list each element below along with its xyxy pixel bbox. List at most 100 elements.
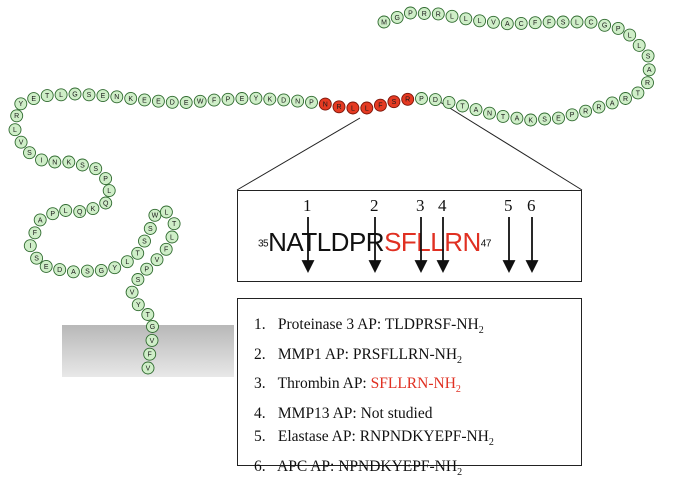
residue-bead [159,205,173,219]
residue-bead [159,242,173,256]
residue-letter: W [152,213,159,220]
residue-bead [146,320,159,333]
residue-bead [277,93,291,107]
residue-bead [552,111,565,125]
residue-bead [8,123,22,137]
residue-bead [151,94,165,108]
residue-letter: C [588,20,593,27]
residue-letter: P [309,100,314,107]
residue-bead [120,255,134,269]
residue-bead [28,226,42,240]
residue-bead [23,146,36,160]
residue-letter: G [602,23,607,30]
residue-letter: K [128,96,133,103]
residue-letter: T [460,103,465,110]
residue-letter: V [146,365,151,372]
residue-letter: S [93,166,98,173]
residue-letter: S [27,150,32,157]
legend-item-1: 1. Proteinase 3 AP: TLDPRSF-NH2 [254,316,484,337]
residue-bead [207,93,221,107]
residue-letter: T [636,90,641,97]
residue-bead [131,298,145,312]
residue-bead [486,15,500,29]
residue-bead [124,91,138,105]
residue-letter: G [99,268,104,275]
residue-letter: E [31,96,36,103]
residue-letter: S [80,162,85,169]
start-position: 35 [258,238,269,250]
residue-letter: N [323,102,328,109]
site-number-4: 4 [438,196,447,215]
residue-letter: S [136,277,141,284]
residue-letter: K [528,117,533,124]
residue-bead [221,92,235,106]
residue-letter: R [436,11,441,18]
residue-bead [403,6,417,20]
residue-bead [570,15,584,29]
residue-letter: G [72,91,77,98]
seq-part-3: PR [348,227,385,257]
residue-bead [82,88,96,102]
residue-bead [428,93,442,107]
residue-letter: A [38,217,43,224]
residue-letter: Y [136,302,141,309]
legend-item-2: 2. MMP1 AP: PRSFLLRN-NH2 [254,345,463,366]
residue-letter: A [610,100,615,107]
residue-letter: P [408,10,413,17]
zoom-line-left [236,117,361,191]
residue-letter: L [351,105,355,112]
residue-letter: P [50,211,55,218]
residue-letter: D [433,97,438,104]
residue-letter: T [45,93,50,100]
residue-letter: R [405,97,410,104]
residue-letter: R [14,113,19,120]
residue-letter: S [646,53,651,60]
residue-bead [445,9,459,23]
residue-letter: T [136,251,141,258]
residue-bead [579,104,593,118]
residue-letter: K [91,206,96,213]
residue-bead [442,95,456,109]
residue-letter: P [144,267,149,274]
residue-letter: F [533,20,537,27]
residue-bead [23,239,37,253]
residue-bead [66,265,80,279]
residue-letter: L [464,16,468,23]
residue-letter: W [197,99,204,106]
residue-letter: A [515,116,520,123]
residue-letter: S [142,239,147,246]
residue-bead [86,202,100,216]
residue-bead [528,16,542,30]
residue-bead [14,97,28,111]
residue-bead [291,94,305,108]
residue-bead [235,92,249,105]
residue-letter: L [107,188,111,195]
residue-letter: P [226,97,231,104]
residue-bead [510,111,524,125]
residue-letter: L [450,14,454,21]
residue-letter: Y [18,101,23,108]
residue-letter: S [148,226,153,233]
residue-letter: N [114,94,119,101]
residue-bead [48,155,62,169]
residue-bead [456,99,469,113]
residue-bead [131,273,145,286]
protease-legend: 1. Proteinase 3 AP: TLDPRSF-NH2 2. MMP1 … [237,298,582,478]
residue-bead [40,89,54,103]
residue-letter: F [33,230,37,237]
residue-letter: N [295,99,300,106]
residue-letter: S [85,269,90,276]
residue-bead [138,234,151,248]
highlighted-residue-bead [401,92,415,106]
residue-bead [619,92,632,105]
residue-bead [556,15,570,29]
residue-bead [143,347,157,361]
residue-bead [89,162,103,176]
legend-item-5: 5. Elastase AP: RNPNDKYEPF-NH2 [254,428,494,449]
residue-letter: L [59,92,63,99]
site-number-6: 6 [527,196,536,215]
residue-bead [263,92,277,106]
residue-letter: E [240,96,245,103]
residue-bead [469,103,483,117]
residue-letter: V [130,290,135,297]
